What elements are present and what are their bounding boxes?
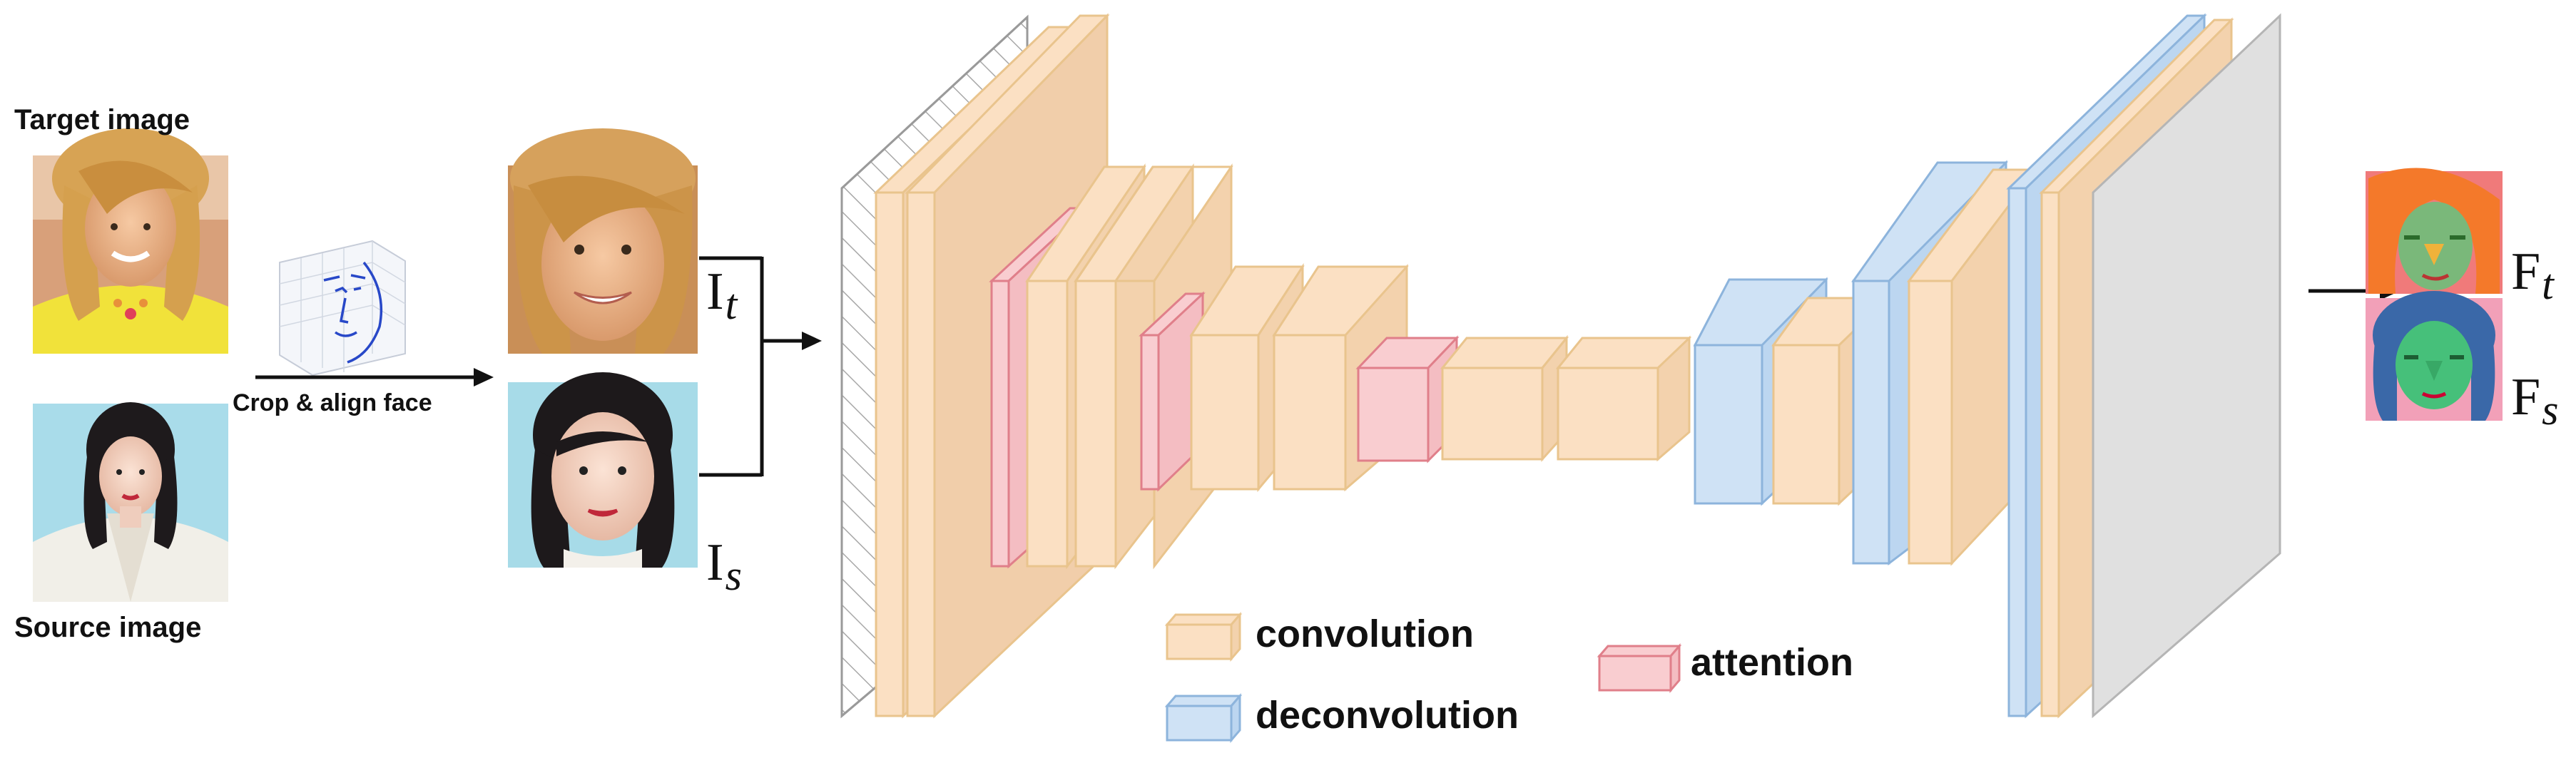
is-label: Is xyxy=(706,533,742,597)
is-main: I xyxy=(706,533,724,592)
fs-sub: s xyxy=(2542,386,2559,434)
ft-sub: t xyxy=(2542,261,2554,308)
fs-main: F xyxy=(2511,368,2541,426)
output-slab xyxy=(2092,13,2281,719)
legend-swatch-convolution xyxy=(1164,611,1243,662)
source-face-photo xyxy=(33,402,228,602)
network-layers xyxy=(840,13,2281,719)
legend-deconvolution-label: deconvolution xyxy=(1256,694,1519,737)
is-sub: s xyxy=(725,552,743,599)
source-face-parsing-map xyxy=(2366,291,2503,421)
target-face-parsing-map xyxy=(2366,168,2503,294)
source-image-label: Source image xyxy=(14,612,202,643)
crop-align-label: Crop & align face xyxy=(233,389,432,416)
conv-block-9 xyxy=(1555,335,1692,462)
ft-label: Ft xyxy=(2511,242,2554,306)
conv-block-8 xyxy=(1440,334,1569,462)
legend-swatch-attention xyxy=(1597,642,1682,694)
legend-convolution-label: convolution xyxy=(1256,613,1474,655)
it-label: It xyxy=(706,262,737,326)
legend-swatch-deconvolution xyxy=(1164,692,1243,744)
aligned-source-face-photo xyxy=(508,372,698,568)
fs-label: Fs xyxy=(2511,368,2559,431)
target-face-photo xyxy=(33,128,228,354)
it-main: I xyxy=(706,262,724,321)
face-landmark-grid-icon xyxy=(279,240,406,377)
target-image-label: Target image xyxy=(14,104,190,135)
aligned-target-face-photo xyxy=(508,128,698,354)
it-sub: t xyxy=(725,281,738,328)
legend-attention-label: attention xyxy=(1691,641,1853,684)
ft-main: F xyxy=(2511,242,2541,301)
attention-block-3 xyxy=(1355,335,1460,464)
